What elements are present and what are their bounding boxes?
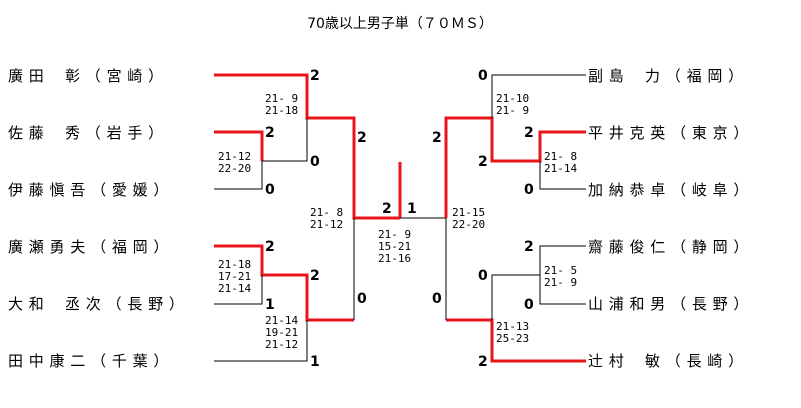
score-l3: 0 — [310, 154, 320, 170]
left-player-4: 廣 瀬 勇 夫 （ 福 岡 ） — [8, 238, 169, 256]
set-r12-2: 21- 9 — [496, 104, 529, 117]
score-l4: 2 — [265, 239, 275, 255]
left-player-5: 大 和 丞 次 （ 長 野 ） — [8, 295, 184, 313]
score-final-right: 1 — [407, 201, 417, 217]
bracket-title: 70歳以上男子単（７０ＭＳ） — [307, 16, 493, 32]
left-line-6 — [214, 320, 308, 362]
set-r56-2: 25-23 — [496, 332, 529, 345]
score-r-semi1: 2 — [432, 130, 442, 146]
left-line-5 — [214, 275, 263, 305]
score-r3: 0 — [524, 182, 534, 198]
set-r23-2: 21-14 — [544, 162, 577, 175]
right-player-2: 平 井 克 英 （ 東 京 ） — [588, 124, 749, 142]
set-final-2: 15-21 — [378, 240, 411, 253]
left-player-6: 田 中 康 二 （ 千 葉 ） — [8, 352, 169, 370]
left-winner-path-top — [214, 73, 400, 220]
score-l6: 1 — [310, 354, 320, 370]
right-winner-path-bottom — [446, 318, 586, 363]
left-player-1: 廣 田 彰 （ 宮 崎 ） — [8, 67, 164, 85]
set-final-3: 21-16 — [378, 252, 411, 265]
score-r2: 2 — [524, 125, 534, 141]
set-l12-1: 21- 9 — [265, 92, 298, 105]
right-player-6: 辻 村 敏 （ 長 崎 ） — [588, 352, 744, 370]
set-r56-1: 21-13 — [496, 320, 529, 333]
set-l56-3: 21-12 — [265, 338, 298, 351]
score-r1: 0 — [478, 68, 488, 84]
score-l1: 2 — [310, 68, 320, 84]
right-line-4 — [539, 245, 586, 275]
score-l3b: 0 — [265, 182, 275, 198]
score-l-semi1: 2 — [357, 130, 367, 146]
right-line-1 — [491, 74, 586, 118]
set-lsemi-1: 21- 8 — [310, 206, 343, 219]
set-r45-2: 21- 9 — [544, 276, 577, 289]
left-line-3 — [214, 161, 263, 190]
right-winner-path-top — [444, 116, 586, 218]
score-r4: 2 — [524, 239, 534, 255]
set-l56-1: 21-14 — [265, 314, 298, 327]
right-player-5: 山 浦 和 男 （ 長 野 ） — [588, 295, 749, 313]
left-player-3: 伊 藤 愼 吾 （ 愛 媛 ） — [8, 181, 169, 199]
left-winner-path-2 — [214, 130, 264, 161]
set-l45-1: 21-18 — [218, 258, 251, 271]
score-l4b: 2 — [310, 268, 320, 284]
score-r-semi2: 0 — [432, 291, 442, 307]
set-l56-2: 19-21 — [265, 326, 298, 339]
set-r45-1: 21- 5 — [544, 264, 577, 277]
set-r23-1: 21- 8 — [544, 150, 577, 163]
set-final-1: 21- 9 — [378, 228, 411, 241]
set-lsemi-2: 21-12 — [310, 218, 343, 231]
set-r12-1: 21-10 — [496, 92, 529, 105]
right-player-4: 齋 藤 俊 仁 （ 静 岡 ） — [588, 238, 749, 256]
set-rsemi-1: 21-15 — [452, 206, 485, 219]
score-r5: 0 — [524, 297, 534, 313]
left-bracket-lines — [214, 73, 446, 362]
score-r2b: 2 — [478, 154, 488, 170]
left-line-2-3-up — [262, 118, 308, 162]
set-l12-2: 21-18 — [265, 104, 298, 117]
right-line-3 — [539, 161, 586, 190]
score-l5: 1 — [265, 297, 275, 313]
right-player-3: 加 納 恭 卓 （ 岐 阜 ） — [588, 181, 749, 199]
set-l23-1: 21-12 — [218, 150, 251, 163]
score-l-semi2: 0 — [357, 291, 367, 307]
right-line-4-5-down — [491, 274, 540, 320]
score-l2: 2 — [265, 125, 275, 141]
set-rsemi-2: 22-20 — [452, 218, 485, 231]
right-player-1: 副 島 力 （ 福 岡 ） — [588, 67, 744, 85]
score-r4b: 0 — [478, 268, 488, 284]
score-r6: 2 — [478, 354, 488, 370]
right-line-5 — [539, 275, 586, 305]
set-l45-2: 17-21 — [218, 270, 251, 283]
left-winner-path-bottom — [214, 244, 354, 322]
right-bracket-lines — [444, 74, 586, 363]
set-l45-3: 21-14 — [218, 282, 251, 295]
set-l23-2: 22-20 — [218, 162, 251, 175]
score-final-left: 2 — [382, 201, 392, 217]
left-player-2: 佐 藤 秀 （ 岩 手 ） — [8, 124, 164, 142]
